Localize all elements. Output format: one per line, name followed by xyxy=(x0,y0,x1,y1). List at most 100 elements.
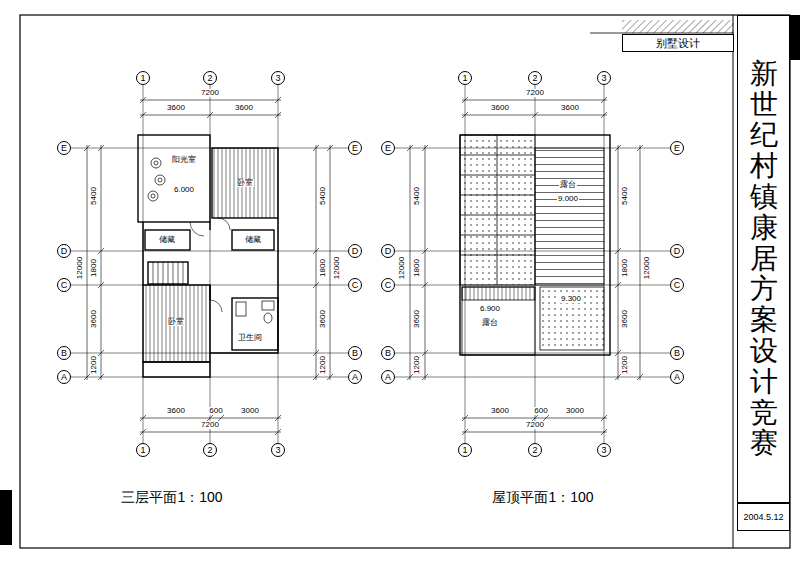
elevation: 9.300 xyxy=(560,295,582,303)
roof-surface xyxy=(462,287,535,300)
dimension: 3600 xyxy=(490,104,510,112)
axis-number: E xyxy=(674,144,680,153)
wall xyxy=(143,218,278,353)
elevation: 6.900 xyxy=(479,305,501,313)
plant-symbol xyxy=(148,158,165,201)
date-cell: 2004.5.12 xyxy=(737,503,790,531)
dimension: 5400 xyxy=(413,186,421,206)
axis-number: C xyxy=(674,281,681,290)
dimension: 3600 xyxy=(166,104,186,112)
roof-surface xyxy=(462,287,535,355)
door-swing xyxy=(190,218,230,312)
room-name: 卧室 xyxy=(236,179,254,187)
axis-bubble: D xyxy=(57,244,71,258)
title-column: 新世纪村镇康居方案设计竞赛 xyxy=(737,15,790,503)
dimension: 7200 xyxy=(200,89,220,97)
axis-number: 2 xyxy=(207,74,212,83)
sheet-frame xyxy=(622,20,734,33)
axis-number: 3 xyxy=(275,446,280,455)
axis-bubble: B xyxy=(381,346,395,360)
edge-bar xyxy=(0,15,800,545)
axis-bubble: 3 xyxy=(597,71,611,85)
wall xyxy=(143,362,210,377)
dimension-line xyxy=(462,429,607,435)
roof-surface xyxy=(540,287,604,350)
wall xyxy=(212,148,278,218)
room-name: 阳光室 xyxy=(171,156,197,164)
axis-line xyxy=(71,85,348,443)
dimension: 3600 xyxy=(621,309,629,329)
axis-bubble: 1 xyxy=(458,443,472,457)
dimension: 1200 xyxy=(413,355,421,375)
axis-number: 1 xyxy=(462,74,467,83)
dimension-line xyxy=(140,97,281,103)
wall xyxy=(138,135,278,377)
room-name: 卫生间 xyxy=(237,334,263,342)
axis-bubble: A xyxy=(670,370,684,384)
dimension: 600 xyxy=(208,407,223,415)
dimension: 7200 xyxy=(525,89,545,97)
axis-number: B xyxy=(61,349,67,358)
dimension-line xyxy=(140,112,281,118)
plant-symbol xyxy=(148,191,158,201)
axis-number: 2 xyxy=(207,446,212,455)
room-name: 卧室 xyxy=(167,318,185,326)
axis-line xyxy=(395,85,670,443)
axis-number: 3 xyxy=(601,74,606,83)
dimension: 1800 xyxy=(90,258,98,278)
stair xyxy=(153,262,183,284)
dimension-line xyxy=(422,145,428,380)
axis-number: E xyxy=(61,144,67,153)
dimension: 3600 xyxy=(490,407,510,415)
roof-surface xyxy=(460,135,535,285)
sanitary-fixture xyxy=(236,301,274,323)
axis-bubble: A xyxy=(381,370,395,384)
dimension: 1200 xyxy=(621,355,629,375)
plant-symbol xyxy=(158,178,162,182)
competition-title: 新世纪村镇康居方案设计竞赛 xyxy=(750,59,778,459)
sheet-frame xyxy=(733,15,734,548)
sheet-frame xyxy=(20,15,790,548)
room-name: 储藏 xyxy=(244,236,262,244)
elevation: 9.000 xyxy=(557,195,579,203)
wall xyxy=(143,285,210,362)
axis-number: A xyxy=(674,373,680,382)
axis-number: E xyxy=(385,144,391,153)
dimension: 12000 xyxy=(76,256,84,280)
axis-number: 1 xyxy=(140,74,145,83)
dimension-line xyxy=(98,145,104,380)
dimension-line xyxy=(140,429,281,435)
axis-number: B xyxy=(385,349,391,358)
axis-number: D xyxy=(61,247,68,256)
room-name: 露台 xyxy=(481,319,499,327)
axis-bubble: E xyxy=(381,141,395,155)
axis-bubble: C xyxy=(57,278,71,292)
dimension: 1800 xyxy=(621,258,629,278)
dimension: 3000 xyxy=(240,407,260,415)
axis-number: C xyxy=(352,281,359,290)
plant-symbol xyxy=(151,158,161,168)
wall xyxy=(145,230,190,250)
dimension: 1200 xyxy=(90,355,98,375)
axis-bubble: A xyxy=(57,370,71,384)
axis-bubble: D xyxy=(348,244,362,258)
sanitary-fixture xyxy=(236,302,246,316)
dimension: 3600 xyxy=(413,309,421,329)
axis-bubble: C xyxy=(381,278,395,292)
sanitary-fixture xyxy=(264,313,272,323)
plant-symbol xyxy=(151,194,155,198)
dimension-line xyxy=(462,97,607,103)
wall xyxy=(460,135,610,355)
sheet-frame xyxy=(20,15,790,548)
axis-bubble: D xyxy=(670,244,684,258)
dimension: 3600 xyxy=(90,309,98,329)
axis-bubble: B xyxy=(348,346,362,360)
dimension: 12000 xyxy=(398,256,406,280)
wall xyxy=(138,135,210,222)
wall xyxy=(148,262,188,284)
axis-bubble: E xyxy=(670,141,684,155)
axis-number: 3 xyxy=(275,74,280,83)
axis-bubble: 1 xyxy=(136,71,150,85)
axis-number: E xyxy=(352,144,358,153)
